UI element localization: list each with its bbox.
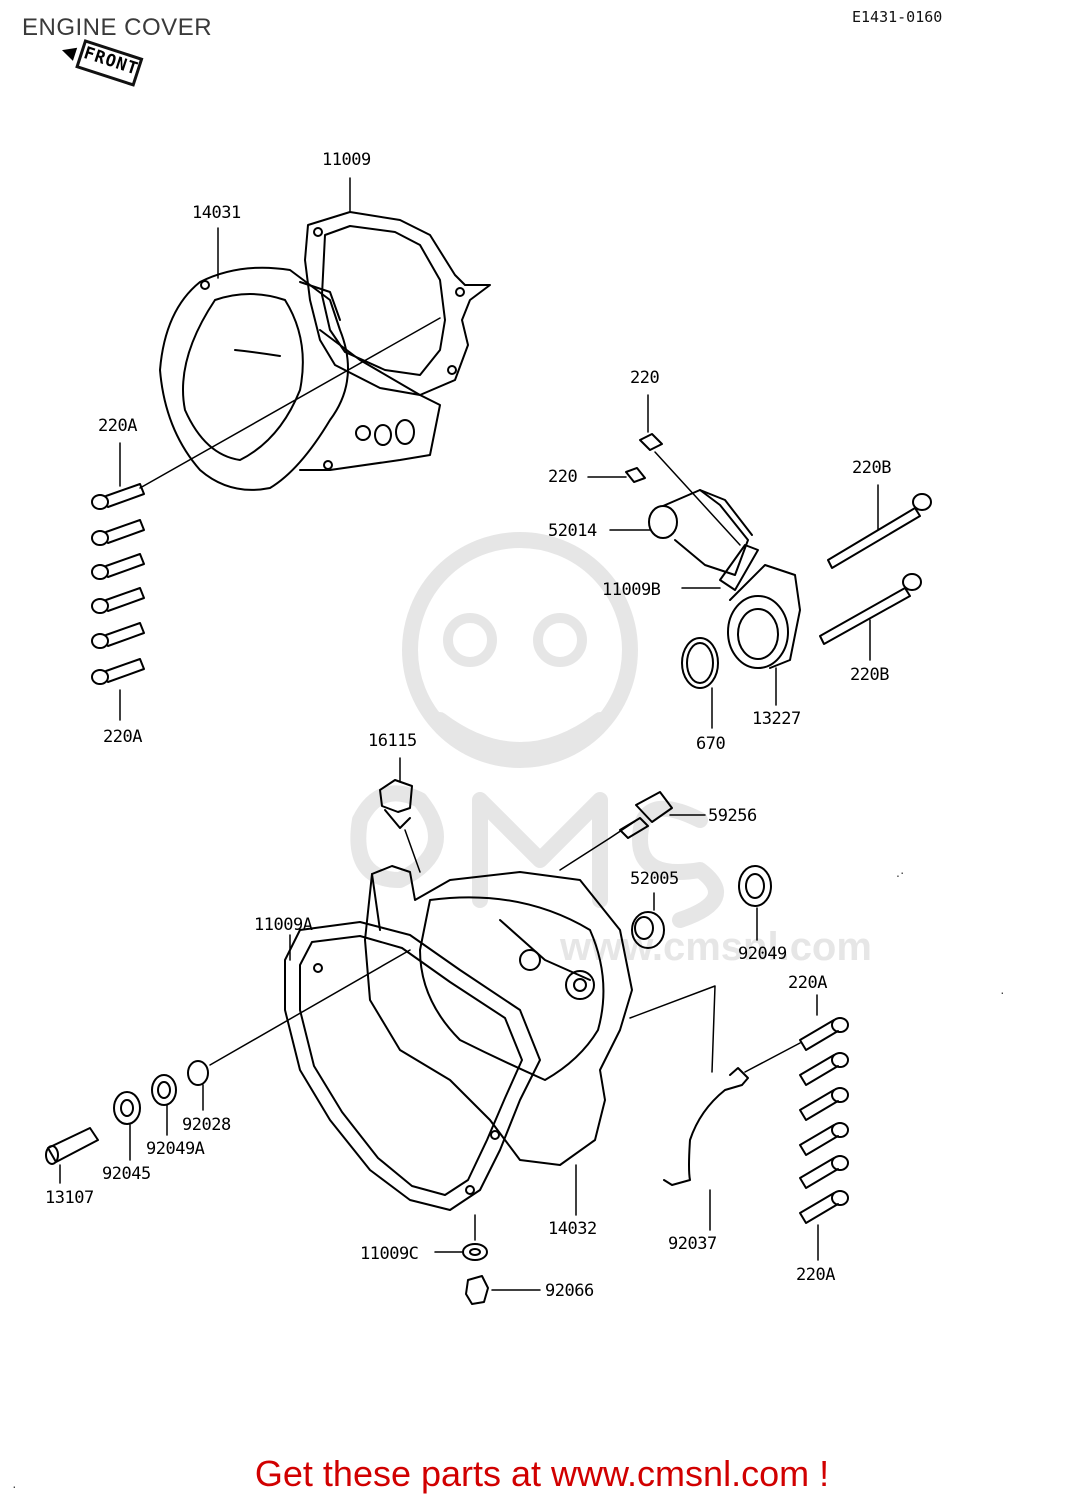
part-220A-screws-right [799, 1017, 849, 1224]
part-92049A-seal [151, 1074, 177, 1106]
part-52005-bearing [631, 911, 665, 949]
label-220-middle: 220 [548, 467, 578, 487]
label-92049A: 92049A [146, 1139, 205, 1159]
label-11009: 11009 [322, 150, 371, 170]
part-220A-screws-left [91, 483, 145, 685]
part-92028-washer [187, 1060, 209, 1086]
label-13107: 13107 [45, 1188, 94, 1208]
label-11009B: 11009B [602, 580, 661, 600]
part-92066-drain-plug [465, 1275, 489, 1305]
label-59256: 59256 [708, 806, 757, 826]
label-92045: 92045 [102, 1164, 151, 1184]
footer-cta-link[interactable]: Get these parts at www.cmsnl.com ! [254, 1453, 830, 1494]
part-92049-oil-seal [738, 865, 772, 907]
label-92066: 92066 [545, 1281, 594, 1301]
part-13227-pump-housing [727, 564, 801, 669]
label-220B-upper: 220B [852, 458, 891, 478]
part-92045-bearing [113, 1091, 141, 1125]
part-14031-generator-cover [159, 266, 441, 491]
label-670: 670 [696, 734, 726, 754]
label-14031: 14031 [192, 203, 241, 223]
page-title: ENGINE COVER [22, 14, 213, 41]
label-52014: 52014 [548, 521, 597, 541]
part-92037-wire-clip [663, 1067, 749, 1186]
label-220A-upper-left: 220A [98, 416, 137, 436]
part-11009C-washer [462, 1243, 488, 1261]
part-11009B-gasket [719, 544, 759, 591]
part-220-bolts [625, 433, 663, 483]
speck-mark: · [12, 1478, 17, 1494]
part-52014-water-pipe [648, 489, 753, 576]
diagram-code: E1431-0160 [852, 8, 943, 26]
label-14032: 14032 [548, 1219, 597, 1239]
label-11009A: 11009A [254, 915, 313, 935]
leader-lines [59, 177, 879, 1291]
part-16115-filler-cap [379, 779, 413, 829]
part-14032-clutch-cover [364, 865, 633, 1166]
label-92049: 92049 [738, 944, 787, 964]
label-13227: 13227 [752, 709, 801, 729]
part-11009-gasket [304, 211, 491, 396]
part-13107-shaft [45, 1127, 99, 1165]
label-220-top: 220 [630, 368, 660, 388]
speck-mark: .· [896, 864, 905, 880]
label-220A-lower-left: 220A [103, 727, 142, 747]
label-220A-lower-right: 220A [796, 1265, 835, 1285]
speck-mark: · [1000, 984, 1005, 1000]
label-16115: 16115 [368, 731, 417, 751]
label-11009C: 11009C [360, 1244, 419, 1264]
label-52005: 52005 [630, 869, 679, 889]
part-11009A-gasket [284, 921, 541, 1211]
label-220A-upper-right: 220A [788, 973, 827, 993]
label-92028: 92028 [182, 1115, 231, 1135]
svg-text:www.cmsnl.com: www.cmsnl.com [559, 925, 872, 969]
label-92037: 92037 [668, 1234, 717, 1254]
part-670-o-ring [681, 637, 719, 689]
cms-watermark-logo: www.cmsnl.com [350, 532, 872, 969]
part-220B-long-bolts [819, 493, 932, 645]
label-220B-lower: 220B [850, 665, 889, 685]
